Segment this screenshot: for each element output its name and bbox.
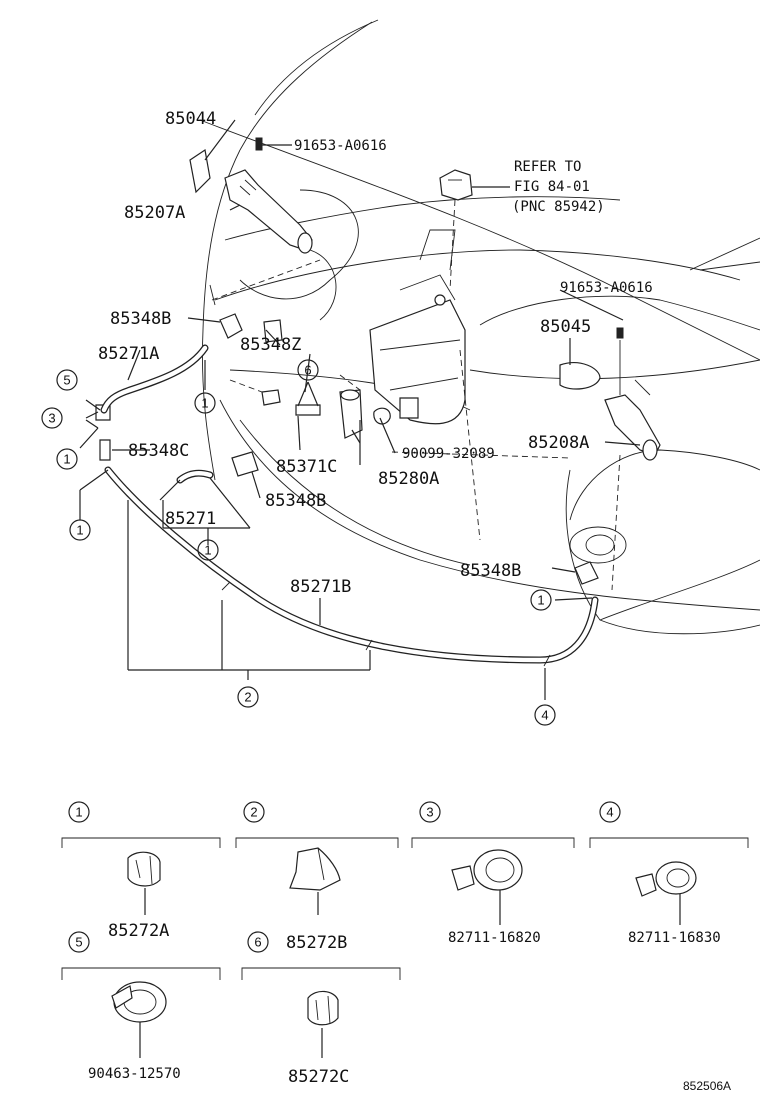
- legend-part-90463-12570: 90463-12570: [88, 1066, 181, 1082]
- svg-text:1: 1: [201, 396, 208, 411]
- vehicle-body-outline: [199, 19, 760, 635]
- pump-and-joints: [95, 313, 599, 585]
- label-85271: 85271: [165, 509, 216, 529]
- label-85348b-left: 85348B: [110, 309, 171, 329]
- legend-num-1: 1: [75, 805, 82, 820]
- label-85045: 85045: [540, 317, 591, 337]
- legend-num-2: 2: [250, 805, 257, 820]
- legend-num-5: 5: [75, 935, 82, 950]
- label-91653-a0616-right: 91653-A0616: [560, 280, 653, 296]
- legend-clip-5: 5 90463-12570: [61, 931, 221, 1082]
- legend-clip-1: 1 85272A: [61, 801, 221, 941]
- label-85271a: 85271A: [98, 344, 159, 364]
- svg-text:5: 5: [63, 373, 70, 388]
- svg-text:4: 4: [541, 708, 548, 723]
- hose-85271a: [100, 344, 209, 414]
- callout-1-hose-a: 1: [194, 392, 216, 414]
- legend-part-85272c: 85272C: [288, 1067, 349, 1087]
- legend-part-85272b: 85272B: [286, 933, 347, 953]
- right-nozzle-assembly: [559, 327, 661, 591]
- left-nozzle-assembly: [189, 137, 321, 301]
- label-refer-line3: (PNC 85942): [512, 199, 605, 215]
- callout-2: 2: [237, 686, 259, 708]
- callout-3: 3: [41, 407, 63, 429]
- label-85271b: 85271B: [290, 577, 351, 597]
- label-85348z: 85348Z: [240, 335, 301, 355]
- svg-text:3: 3: [48, 411, 55, 426]
- legend-clip-6: 6 85272C: [241, 931, 401, 1087]
- leader-lines: [79, 119, 641, 700]
- legend-part-82711-16830: 82711-16830: [628, 930, 721, 946]
- svg-text:1: 1: [63, 452, 70, 467]
- callout-4: 4: [534, 704, 556, 726]
- label-90099-32089: 90099-32089: [402, 446, 495, 462]
- svg-text:1: 1: [76, 523, 83, 538]
- legend-num-6: 6: [254, 935, 261, 950]
- callout-1-lower-left: 1: [69, 519, 91, 541]
- label-85348b-right: 85348B: [460, 561, 521, 581]
- label-85208a: 85208A: [528, 433, 589, 453]
- label-refer-line1: REFER TO: [514, 159, 581, 175]
- svg-text:2: 2: [244, 690, 251, 705]
- callout-5: 5: [56, 369, 78, 391]
- callout-6: 6: [297, 359, 319, 381]
- hose-85271b: [104, 466, 599, 667]
- legend-num-4: 4: [606, 805, 613, 820]
- legend-part-85272a: 85272A: [108, 921, 169, 941]
- legend-clip-2: 2 85272B: [235, 801, 399, 953]
- svg-text:1: 1: [204, 543, 211, 558]
- label-85348c: 85348C: [128, 441, 189, 461]
- label-85348b-middle: 85348B: [265, 491, 326, 511]
- legend-clip-4: 4 82711-16830: [589, 801, 749, 946]
- legend-part-82711-16820: 82711-16820: [448, 930, 541, 946]
- callout-1-hose-85271: 1: [197, 539, 219, 561]
- label-91653-a0616-top: 91653-A0616: [294, 138, 387, 154]
- label-85371c: 85371C: [276, 457, 337, 477]
- legend-num-3: 3: [426, 805, 433, 820]
- part-labels: 85044 91653-A0616 85207A REFER TO FIG 84…: [98, 109, 653, 597]
- callout-1-left: 1: [56, 448, 78, 470]
- callout-1-right: 1: [530, 589, 552, 611]
- washer-tank: [369, 229, 466, 425]
- sensor-part-icon: [439, 169, 510, 291]
- hose-85271: [176, 469, 214, 484]
- label-85280a: 85280A: [378, 469, 439, 489]
- callout-markers: 5 3 1 1 6 1 1 1 2 4: [41, 359, 556, 726]
- diagram-code: 852506A: [683, 1079, 731, 1093]
- svg-text:6: 6: [304, 363, 311, 378]
- legend-clip-3: 3 82711-16820: [411, 801, 575, 946]
- label-85207a: 85207A: [124, 203, 185, 223]
- svg-text:1: 1: [537, 593, 544, 608]
- label-refer-line2: FIG 84-01: [514, 179, 590, 195]
- label-85044: 85044: [165, 109, 216, 129]
